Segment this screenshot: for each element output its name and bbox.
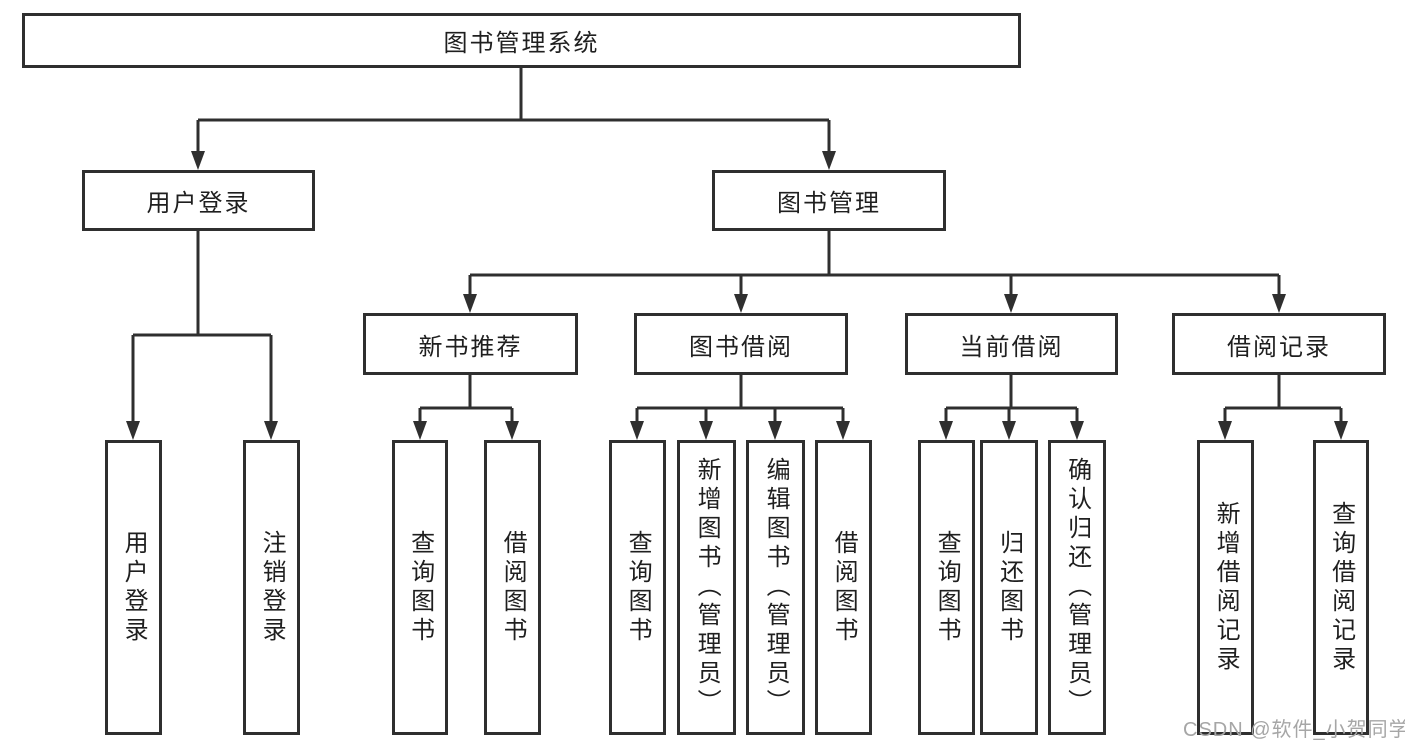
node-label: 查询借阅记录 xyxy=(1327,500,1355,675)
connector-book-management-to-level3 xyxy=(468,230,1281,296)
arrowhead xyxy=(836,421,850,440)
arrowhead xyxy=(126,421,140,440)
arrowhead xyxy=(822,151,836,170)
arrowhead xyxy=(1218,421,1232,440)
node-label: 确认归还（管理员） xyxy=(1063,457,1091,718)
arrowhead xyxy=(630,421,644,440)
arrowhead xyxy=(191,151,205,170)
node-label: 借阅图书 xyxy=(499,529,527,646)
leaf-query-borrow-record: 查询借阅记录 xyxy=(1313,440,1369,735)
node-label: 借阅图书 xyxy=(830,529,858,646)
node-label: 查询图书 xyxy=(933,529,961,646)
leaf-user-login: 用户登录 xyxy=(105,440,162,735)
node-label: 当前借阅 xyxy=(959,333,1064,361)
node-label: 新增图书（管理员） xyxy=(693,457,721,718)
leaf-add-books-admin: 新增图书（管理员） xyxy=(677,440,736,735)
node-label: 图书管理 xyxy=(777,190,881,217)
node-label: 借阅记录 xyxy=(1227,333,1331,361)
connector-book-borrow-to-leaves xyxy=(635,373,845,423)
node-root: 图书管理系统 xyxy=(22,13,1021,68)
leaf-query-books-current: 查询图书 xyxy=(918,440,975,735)
node-label: 查询图书 xyxy=(624,529,652,646)
node-current-borrow: 当前借阅 xyxy=(905,313,1118,375)
leaf-confirm-return-admin: 确认归还（管理员） xyxy=(1048,440,1106,735)
node-label: 图书管理系统 xyxy=(443,30,600,57)
arrowhead xyxy=(699,421,713,440)
node-book-management: 图书管理 xyxy=(712,170,946,231)
node-label: 编辑图书（管理员） xyxy=(762,457,790,718)
leaf-return-books: 归还图书 xyxy=(980,440,1038,735)
arrowhead xyxy=(1002,421,1016,440)
arrowhead xyxy=(1272,294,1286,313)
leaf-edit-books-admin: 编辑图书（管理员） xyxy=(746,440,805,735)
arrowhead xyxy=(768,421,782,440)
arrowhead xyxy=(463,294,477,313)
leaf-query-books-recommend: 查询图书 xyxy=(392,440,448,735)
connector-borrow-records-to-leaves xyxy=(1223,373,1343,423)
node-label: 新增借阅记录 xyxy=(1212,500,1240,675)
arrowhead xyxy=(734,294,748,313)
node-user-login: 用户登录 xyxy=(82,170,315,231)
leaf-borrow-books-borrow: 借阅图书 xyxy=(815,440,872,735)
csdn-watermark: CSDN @软件_小贺同学 xyxy=(1183,719,1405,741)
arrowhead xyxy=(413,421,427,440)
arrowhead xyxy=(264,421,278,440)
node-book-borrow: 图书借阅 xyxy=(634,313,848,375)
connector-root-to-level2 xyxy=(196,67,831,153)
node-label: 新书推荐 xyxy=(418,333,523,361)
arrowhead xyxy=(505,421,519,440)
connector-current-borrow-to-leaves xyxy=(944,373,1079,423)
arrowhead xyxy=(1334,421,1348,440)
connector-user-login-to-leaves xyxy=(131,230,273,423)
arrowhead xyxy=(1004,294,1018,313)
arrowhead xyxy=(939,421,953,440)
node-label: 用户登录 xyxy=(120,529,148,646)
leaf-add-borrow-record: 新增借阅记录 xyxy=(1197,440,1254,735)
node-label: 用户登录 xyxy=(146,190,251,217)
node-label: 图书借阅 xyxy=(689,333,793,361)
node-borrow-records: 借阅记录 xyxy=(1172,313,1386,375)
leaf-borrow-books-recommend: 借阅图书 xyxy=(484,440,541,735)
leaf-logout-login: 注销登录 xyxy=(243,440,300,735)
leaf-query-books-borrow: 查询图书 xyxy=(609,440,666,735)
node-label: 查询图书 xyxy=(406,529,434,646)
connector-new-book-recommend-to-leaves xyxy=(418,373,514,423)
node-label: 归还图书 xyxy=(995,529,1023,646)
arrowhead xyxy=(1070,421,1084,440)
node-label: 注销登录 xyxy=(258,529,286,646)
node-new-book-recommend: 新书推荐 xyxy=(363,313,578,375)
